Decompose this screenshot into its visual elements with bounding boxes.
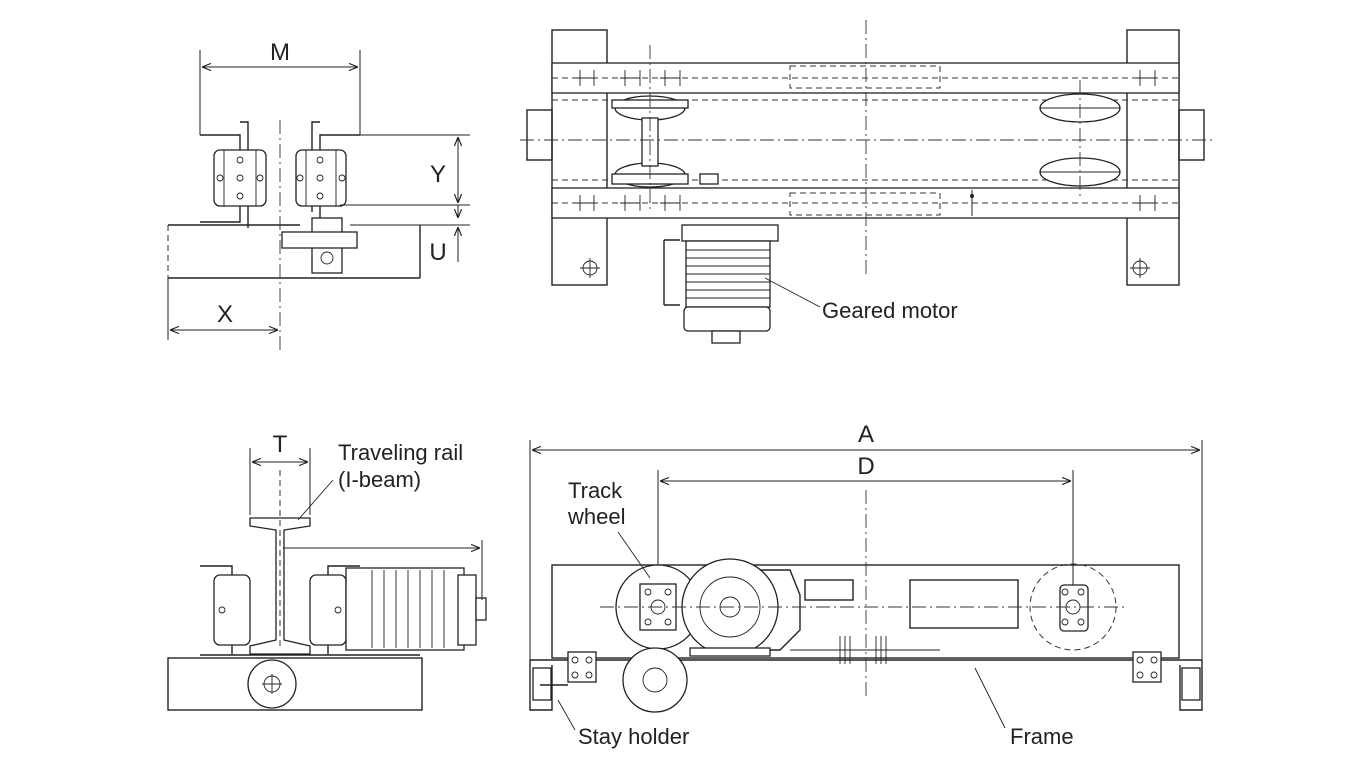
- front-view-bottom: T Traveling rail (I-beam): [167, 431, 487, 711]
- dim-T: T: [273, 431, 288, 458]
- label-track-wheel-2: wheel: [567, 504, 625, 529]
- dim-Y: Y: [430, 161, 446, 188]
- label-track-wheel-1: Track: [568, 478, 623, 503]
- dim-D: D: [857, 453, 874, 480]
- plan-view-top: Geared motor: [520, 20, 1215, 344]
- front-elevation-bottom: A D Stay holder: [529, 421, 1203, 749]
- dim-X: X: [217, 301, 233, 328]
- dim-M: M: [270, 39, 290, 66]
- label-traveling-rail-2: (I-beam): [338, 467, 421, 492]
- label-traveling-rail-1: Traveling rail: [338, 440, 463, 465]
- label-geared-motor: Geared motor: [822, 298, 958, 323]
- side-view-top: M Y U: [167, 39, 470, 350]
- label-frame: Frame: [1010, 724, 1074, 749]
- dim-U: U: [429, 239, 446, 266]
- label-stay-holder: Stay holder: [578, 724, 689, 749]
- dim-A: A: [858, 421, 874, 448]
